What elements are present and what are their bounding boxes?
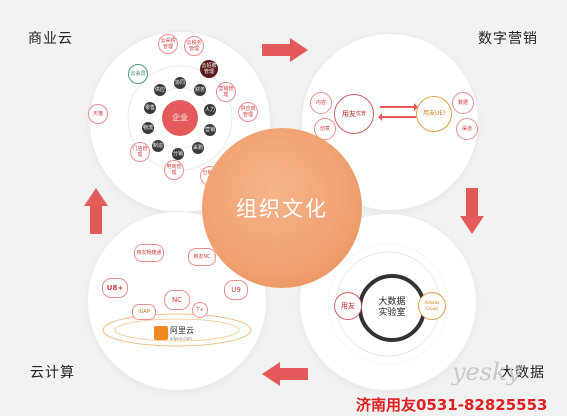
commerce-inner-node: 制造: [152, 140, 164, 152]
commerce-inner-node: 零售: [144, 102, 156, 114]
commerce-satellite: 电商管理: [164, 160, 184, 180]
exchange-arrows-icon: [378, 103, 418, 121]
marketing-node-right: 数据: [452, 92, 474, 114]
commerce-inner-node: 人力: [204, 104, 216, 116]
commerce-inner-node: 分销: [172, 148, 184, 160]
cloud-brand-node: T+: [192, 302, 208, 318]
marketing-brand-left: 用友优普: [334, 94, 374, 134]
cloud-brand-node: U8+: [102, 278, 128, 298]
commerce-inner-node: 财务: [194, 84, 206, 96]
marketing-node-left: 内容: [310, 92, 332, 114]
commerce-inner-node: 采购: [192, 142, 204, 154]
bigdata-center-node: 大数据 实验室: [358, 274, 426, 342]
marketing-brand-right: 用友UEI: [416, 96, 452, 132]
aliyun-url: aliyun.com: [170, 336, 192, 341]
commerce-satellite: 云税务管理: [184, 36, 204, 56]
marketing-node-right: 渠道: [456, 118, 478, 140]
commerce-satellite: 门店管理: [130, 142, 150, 162]
commerce-satellite: 云采购管理: [158, 34, 178, 54]
cloud-brand-node: 用友NC: [188, 248, 216, 266]
label-cloud-computing: 云计算: [30, 365, 75, 381]
arrow-down-icon: [460, 188, 484, 234]
commerce-satellite: 云会员: [128, 64, 148, 84]
yesky-watermark: yesky: [452, 358, 521, 386]
label-digital-marketing: 数字营销: [478, 31, 538, 47]
bigdata-brand-left: 用友: [334, 292, 362, 320]
bigdata-brand-right: Alibaba Cloud: [418, 292, 446, 320]
footer-contact: 济南用友0531-82825553: [356, 396, 548, 414]
label-commerce-cloud: 商业云: [28, 31, 73, 47]
cloud-brand-node: NC: [164, 290, 190, 310]
arrow-up-icon: [84, 188, 108, 234]
label-big-data: 大数据: [500, 365, 545, 381]
center-label: 组织文化: [236, 197, 328, 221]
commerce-inner-node: 物流: [142, 122, 154, 134]
cloud-brand-node: iUAP: [132, 304, 156, 320]
commerce-satellite: 营销管理: [216, 82, 236, 102]
arrow-right-icon: [262, 38, 308, 62]
cloud-brand-node: 用友畅捷通: [134, 244, 164, 262]
organization-culture-circle: 组织文化: [202, 128, 362, 288]
commerce-inner-node: 营销: [204, 124, 216, 136]
commerce-satellite: 云招聘管理: [200, 60, 218, 78]
aliyun-logo: 阿里云 aliyun.com: [154, 322, 206, 344]
commerce-inner-node: 供应: [154, 84, 166, 96]
commerce-satellite: 天猫: [88, 104, 108, 124]
commerce-inner-node: 协同: [174, 77, 186, 89]
aliyun-text: 阿里云: [170, 326, 194, 335]
commerce-satellite: 供应商管理: [238, 102, 258, 122]
commerce-core-label: 企业: [172, 113, 188, 122]
cloud-orbit-lines: [102, 313, 252, 347]
commerce-core-node: 企业: [162, 100, 198, 136]
arrow-left-icon: [262, 362, 308, 386]
marketing-node-left: 创意: [314, 118, 336, 140]
cloud-brand-node: U9: [224, 280, 248, 300]
aliyun-icon: [154, 326, 168, 340]
